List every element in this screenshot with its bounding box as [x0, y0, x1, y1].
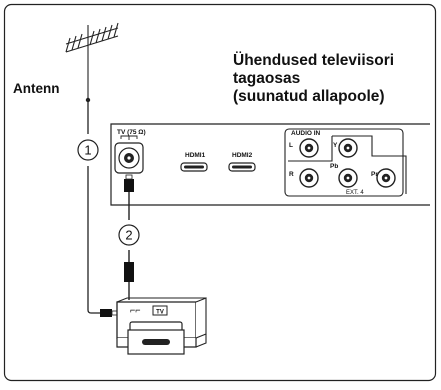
hdmi2-label: HDMI2: [232, 152, 253, 159]
antenna-plug-icon: [100, 309, 118, 317]
pb-label: Pb: [330, 163, 338, 170]
diagram-title-line-1: Ühendused televiisori: [233, 52, 394, 69]
pr-label: Pr: [371, 171, 378, 178]
tv-antenna-socket-icon: [114, 135, 144, 174]
step-2-marker: [118, 220, 140, 250]
diagram-title-line-3: (suunatud allapoole): [233, 88, 385, 105]
diagram-frame: [3, 3, 437, 382]
audio-l-label: L: [289, 142, 293, 149]
rca-pb-jack-icon: [338, 168, 358, 188]
tv-port-label: TV (75 Ω): [117, 129, 146, 136]
step-1-label: 1: [84, 143, 91, 158]
hdmi2-port-icon: [228, 162, 256, 172]
recorder-tv-badge: TV: [156, 310, 164, 316]
rca-audio-l-jack-icon: [299, 138, 319, 158]
audio-r-label: R: [289, 171, 294, 178]
diagram-title-line-2: tagaosas: [233, 70, 300, 87]
recorder-antenna-mark: ⌐⌐: [130, 305, 141, 315]
rca-y-jack-icon: [338, 138, 358, 158]
ext4-label: EXT. 4: [346, 190, 364, 196]
tv-back-panel: [110, 123, 430, 206]
antenna-cable: [87, 100, 100, 314]
step-2-label: 2: [125, 228, 132, 243]
antenna-label: Antenn: [13, 81, 60, 96]
recorder-device-icon: [116, 297, 207, 355]
hdmi1-port-icon: [180, 162, 208, 172]
roof-antenna-icon: [65, 22, 119, 100]
ext4-port-group: [284, 128, 407, 197]
antenna-junction: [85, 97, 91, 103]
audio-in-label: AUDIO IN: [291, 130, 321, 137]
rca-audio-r-jack-icon: [299, 168, 319, 188]
step-1-marker: [77, 134, 99, 166]
hdmi1-label: HDMI1: [185, 152, 206, 159]
rca-pr-jack-icon: [376, 168, 396, 188]
y-label: Y: [333, 142, 338, 149]
